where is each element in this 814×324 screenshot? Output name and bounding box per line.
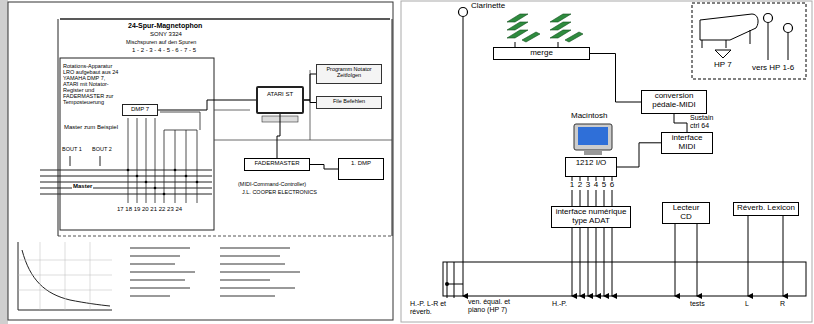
frame-line — [392, 19, 393, 236]
disk-box: File Befehlen — [316, 96, 382, 109]
frame-line — [58, 19, 59, 236]
note: J.L. COOPER ELECTRONICS — [242, 189, 317, 195]
note: Rotations-Apparatur LRO aufgebaut aus 24… — [63, 63, 121, 105]
adat-box: interface numérique type ADAT — [551, 206, 631, 228]
device-title: 24-Spur-Magnetophon — [128, 22, 202, 30]
macintosh-screen — [578, 127, 608, 145]
panel-frame — [401, 1, 812, 322]
table-lines — [130, 248, 300, 296]
macintosh-monitor — [574, 124, 612, 150]
connector — [158, 100, 256, 110]
connector — [310, 165, 338, 170]
node-text: 1212 I/O — [569, 159, 613, 168]
output-name: BOUT 1 — [62, 146, 82, 152]
channel-number: 2 — [576, 181, 584, 190]
connector — [617, 143, 661, 167]
scan-edge — [0, 0, 8, 324]
graph-grid — [18, 242, 112, 310]
mixer-box: DMP 7 — [122, 104, 158, 116]
source-name: Clarinette — [471, 2, 505, 11]
connector — [304, 100, 316, 103]
piano — [700, 14, 758, 40]
node-text: ATARI ST — [260, 91, 300, 98]
note: Mischspuren auf den Spuren — [126, 39, 196, 45]
connector — [590, 54, 641, 103]
mixer-box: 1. DMP — [338, 158, 384, 180]
connector — [674, 114, 687, 132]
node-text: 1. DMP — [342, 160, 380, 167]
channel-name: L — [745, 300, 749, 308]
bus-name: Master — [72, 183, 93, 190]
graph-axes — [18, 242, 112, 310]
macintosh-base — [584, 150, 602, 155]
node-text: DMP 7 — [126, 106, 154, 113]
rotation-box — [60, 58, 214, 230]
channel-number: 6 — [608, 181, 616, 190]
channel-number: 1 — [568, 181, 576, 190]
speaker-name: vers HP 1-6 — [752, 64, 794, 73]
bus-dots — [127, 169, 199, 196]
node-text: Réverb. Lexicon — [737, 204, 795, 213]
bout-wires — [70, 156, 100, 166]
output-name: H.-P. — [552, 300, 567, 308]
pedals — [507, 14, 583, 42]
mixer — [443, 262, 806, 296]
node-text: FADERMASTER — [248, 160, 306, 167]
channel-name: R — [780, 300, 785, 308]
cd-player-box: Lecteur CD — [662, 202, 710, 224]
note: Master zum Beispiel — [64, 124, 118, 131]
node-text: merge — [497, 49, 586, 58]
interface-box: interface MIDI — [661, 132, 713, 154]
node-text: Programm Notator Zeitfolgen — [320, 66, 378, 78]
edge-label: Sustain ctrl 64 — [690, 114, 722, 129]
channel-number: 4 — [592, 181, 600, 190]
speaker — [784, 24, 793, 33]
track-numbers: 1 - 2 - 3 - 4 - 5 - 6 - 7 - 5 — [132, 47, 196, 54]
converter-box: conversion pédale-MIDI — [641, 90, 707, 114]
output-name: tests — [690, 300, 705, 308]
disk-box: Programm Notator Zeitfolgen — [316, 64, 382, 84]
connector — [277, 114, 280, 158]
output-name: BOUT 2 — [92, 146, 112, 152]
computer-box: ATARI ST — [256, 86, 304, 114]
computer-name: Macintosh — [571, 112, 607, 121]
junction-dot — [445, 282, 449, 286]
model-name: SONY 3324 — [150, 31, 182, 38]
connector — [572, 177, 612, 206]
piano-legs — [702, 30, 750, 48]
channel-number: 5 — [600, 181, 608, 190]
node-text: Lecteur CD — [666, 204, 706, 222]
mic-wire — [463, 17, 464, 296]
graph-curve — [22, 250, 110, 306]
output-name: H.-P. L-R et réverb. — [410, 300, 462, 315]
merge-box: merge — [493, 47, 590, 60]
channel-number: 3 — [584, 181, 592, 190]
speaker-stands — [768, 23, 788, 60]
reverb-box: Réverb. Lexicon — [733, 202, 799, 216]
page-frame — [8, 2, 393, 320]
note: (MIDI-Command-Controller) — [238, 181, 306, 187]
node-text: interface MIDI — [665, 134, 709, 152]
output-name: ven. équal. et piano (HP 7) — [468, 298, 514, 313]
node-text: interface numérique type ADAT — [555, 208, 627, 226]
hall-box — [692, 3, 806, 79]
hp7-speaker — [715, 50, 731, 58]
speaker-name: HP 7 — [714, 61, 732, 70]
node-text: conversion pédale-MIDI — [645, 92, 703, 110]
audio-card-box: 1212 I/O — [565, 157, 617, 177]
microphone — [459, 8, 468, 17]
channel-wires — [128, 112, 200, 203]
frame-line — [60, 18, 390, 20]
channel-numbers: 17 18 19 20 21 22 23 24 — [116, 206, 183, 213]
connector — [304, 74, 316, 100]
speaker — [764, 14, 773, 23]
node-text: File Befehlen — [320, 98, 378, 104]
frame-line — [58, 236, 392, 237]
controller-box: FADERMASTER — [244, 158, 310, 171]
